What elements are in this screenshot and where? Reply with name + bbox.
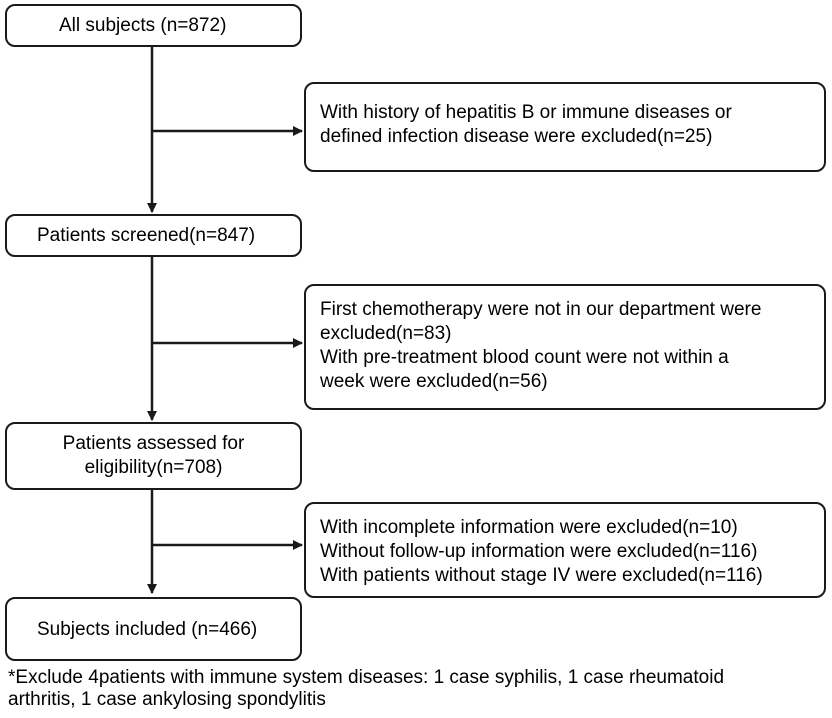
exclusion-2-line-2: excluded(n=83) — [320, 323, 452, 344]
footnote: *Exclude 4patients with immune system di… — [8, 667, 828, 711]
exclusion-3-line-3: With patients without stage IV were excl… — [320, 565, 763, 586]
footnote-line-1: *Exclude 4patients with immune system di… — [8, 667, 725, 688]
node-patients-assessed-line-2: eligibility(n=708) — [84, 457, 223, 478]
node-subjects-included: Subjects included (n=466) — [5, 597, 302, 661]
exclusion-2-line-3: With pre-treatment blood count were not … — [320, 347, 729, 368]
node-exclusion-incomplete: With incomplete information were exclude… — [304, 502, 826, 598]
node-patients-assessed: Patients assessed for eligibility(n=708) — [5, 422, 302, 490]
node-patients-assessed-line-1: Patients assessed for — [62, 433, 245, 454]
node-patients-screened-text: Patients screened(n=847) — [37, 225, 256, 246]
node-exclusion-hepatitis: With history of hepatitis B or immune di… — [304, 82, 826, 172]
footnote-line-2: arthritis, 1 case ankylosing spondylitis — [8, 689, 326, 710]
node-all-subjects: All subjects (n=872) — [5, 4, 302, 47]
exclusion-2-line-1: First chemotherapy were not in our depar… — [320, 299, 762, 320]
node-subjects-included-text: Subjects included (n=466) — [37, 619, 258, 640]
node-patients-screened: Patients screened(n=847) — [5, 214, 302, 257]
exclusion-1-line-1: With history of hepatitis B or immune di… — [320, 102, 732, 123]
node-exclusion-chemotherapy: First chemotherapy were not in our depar… — [304, 284, 826, 410]
exclusion-3-line-1: With incomplete information were exclude… — [320, 517, 738, 538]
exclusion-1-line-2: defined infection disease were excluded(… — [320, 126, 713, 147]
node-all-subjects-text: All subjects (n=872) — [59, 15, 227, 36]
exclusion-2-line-4: week were excluded(n=56) — [320, 371, 548, 392]
exclusion-3-line-2: Without follow-up information were exclu… — [320, 541, 758, 562]
